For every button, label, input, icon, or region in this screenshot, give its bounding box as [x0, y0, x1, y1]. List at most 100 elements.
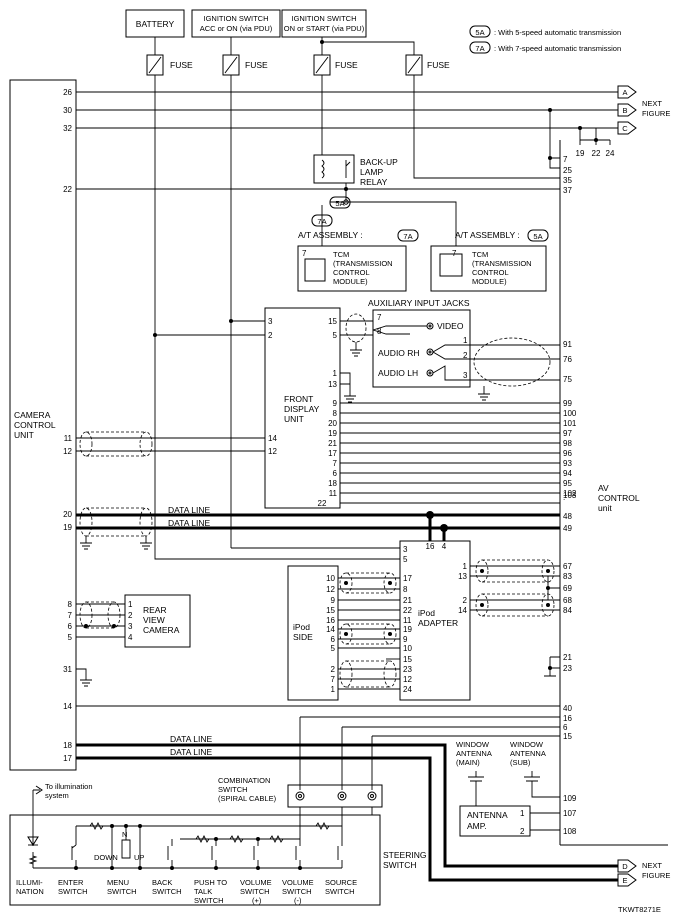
tcm-5a-4: MODULE) — [472, 277, 507, 286]
fuse-label-4: FUSE — [427, 60, 450, 70]
next-figure-top: NEXT FIGURE — [642, 99, 670, 118]
svg-text:2: 2 — [463, 596, 468, 605]
svg-text:22: 22 — [63, 185, 72, 194]
at-tag-5a: 5A — [533, 232, 542, 241]
fuse-label-1: FUSE — [170, 60, 193, 70]
svg-text:91: 91 — [563, 340, 572, 349]
svg-text:9: 9 — [403, 635, 408, 644]
svg-text:5: 5 — [333, 331, 338, 340]
video-label: VIDEO — [437, 321, 464, 331]
voldown-label-2: SWITCH — [282, 887, 312, 896]
svg-text:101: 101 — [563, 419, 577, 428]
wires-26-30-32 — [76, 91, 618, 169]
combo-label-1: COMBINATION — [218, 776, 270, 785]
ipod-side-label-2: SIDE — [293, 632, 313, 642]
svg-text:.: . — [563, 493, 565, 502]
connector-c: C — [617, 121, 637, 135]
svg-text:75: 75 — [563, 375, 572, 384]
back-label-1: BACK — [152, 878, 172, 887]
svg-text:17: 17 — [328, 449, 337, 458]
svg-text:97: 97 — [563, 429, 572, 438]
svg-text:48: 48 — [563, 512, 572, 521]
svg-text:31: 31 — [63, 665, 72, 674]
svg-text:5: 5 — [331, 644, 336, 653]
legend-tag-5a: 5A — [475, 28, 484, 37]
svg-text:68: 68 — [563, 596, 572, 605]
fdu-av-wires: 22 — [318, 402, 560, 508]
voldown-label-1: VOLUME — [282, 878, 314, 887]
svg-text:8: 8 — [377, 327, 382, 336]
svg-text:18: 18 — [63, 741, 72, 750]
svg-text:9: 9 — [333, 399, 338, 408]
switch-down: DOWN — [94, 853, 118, 862]
svg-text:13: 13 — [458, 572, 467, 581]
svg-text:12: 12 — [326, 585, 335, 594]
svg-text:14: 14 — [458, 606, 467, 615]
rear-camera-label-3: CAMERA — [143, 625, 180, 635]
svg-text:100: 100 — [563, 409, 577, 418]
svg-text:11: 11 — [64, 434, 73, 443]
audio-lh-label: AUDIO LH — [378, 368, 418, 378]
svg-text:103: 103 — [563, 491, 577, 500]
enter-label-1: ENTER — [58, 878, 84, 887]
svg-text:19: 19 — [63, 523, 72, 532]
svg-text:11: 11 — [329, 489, 338, 498]
svg-text:15: 15 — [328, 317, 337, 326]
svg-text:107: 107 — [563, 809, 577, 818]
svg-text:7: 7 — [563, 155, 568, 164]
fuse-label-3: FUSE — [335, 60, 358, 70]
combo-label-2: SWITCH — [218, 785, 248, 794]
svg-text:17: 17 — [403, 574, 412, 583]
svg-text:12: 12 — [403, 675, 412, 684]
data-line-label-3: DATA LINE — [170, 734, 213, 744]
combination-switch: COMBINATION SWITCH (SPIRAL CABLE) — [218, 776, 383, 815]
svg-text:19: 19 — [576, 149, 585, 158]
svg-text:8: 8 — [68, 600, 73, 609]
svg-text:5: 5 — [68, 633, 73, 642]
svg-text:37: 37 — [563, 186, 572, 195]
svg-text:7: 7 — [68, 611, 73, 620]
next-figure-bottom-1: NEXT — [642, 861, 662, 870]
back-label-2: SWITCH — [152, 887, 182, 896]
svg-text:102: 102 — [563, 489, 577, 498]
ignition-acc-label: IGNITION SWITCH — [204, 14, 269, 23]
svg-text:9: 9 — [331, 596, 336, 605]
svg-text:16: 16 — [326, 616, 335, 625]
ptt-label-3: SWITCH — [194, 896, 224, 905]
svg-text:14: 14 — [326, 625, 335, 634]
switch-up: UP — [134, 853, 144, 862]
steering-label-1: STEERING — [383, 850, 426, 860]
svg-text:17: 17 — [63, 754, 72, 763]
svg-text:7: 7 — [333, 459, 338, 468]
svg-text:3: 3 — [268, 317, 273, 326]
svg-text:35: 35 — [563, 176, 572, 185]
svg-text:69: 69 — [563, 584, 572, 593]
svg-text:3: 3 — [128, 622, 133, 631]
volup-label-3: (+) — [252, 896, 262, 905]
window-main-2: ANTENNA — [456, 749, 492, 758]
svg-text:8: 8 — [403, 585, 408, 594]
svg-text:16: 16 — [563, 714, 572, 723]
svg-text:23: 23 — [563, 664, 572, 673]
svg-text:30: 30 — [63, 106, 72, 115]
next-figure-top-2: FIGURE — [642, 109, 670, 118]
svg-text:7: 7 — [377, 313, 382, 322]
next-figure-bottom-2: FIGURE — [642, 871, 670, 880]
data-line-label-2: DATA LINE — [168, 518, 211, 528]
connector-d: D — [617, 859, 637, 873]
svg-text:67: 67 — [563, 562, 572, 571]
tcm-5a: A/T ASSEMBLY : 5A 7 TCM (TRANSMISSION CO… — [430, 229, 549, 292]
svg-text:6: 6 — [68, 622, 73, 631]
svg-text:25: 25 — [563, 166, 572, 175]
tcm-7a: A/T ASSEMBLY : 7A 7 TCM (TRANSMISSION CO… — [297, 229, 419, 292]
svg-text:109: 109 — [563, 794, 577, 803]
svg-text:22: 22 — [592, 149, 601, 158]
voldown-label-3: (-) — [294, 896, 302, 905]
tcm-5a-1: TCM — [472, 250, 488, 259]
illum-note-1: To illumination — [45, 782, 93, 791]
